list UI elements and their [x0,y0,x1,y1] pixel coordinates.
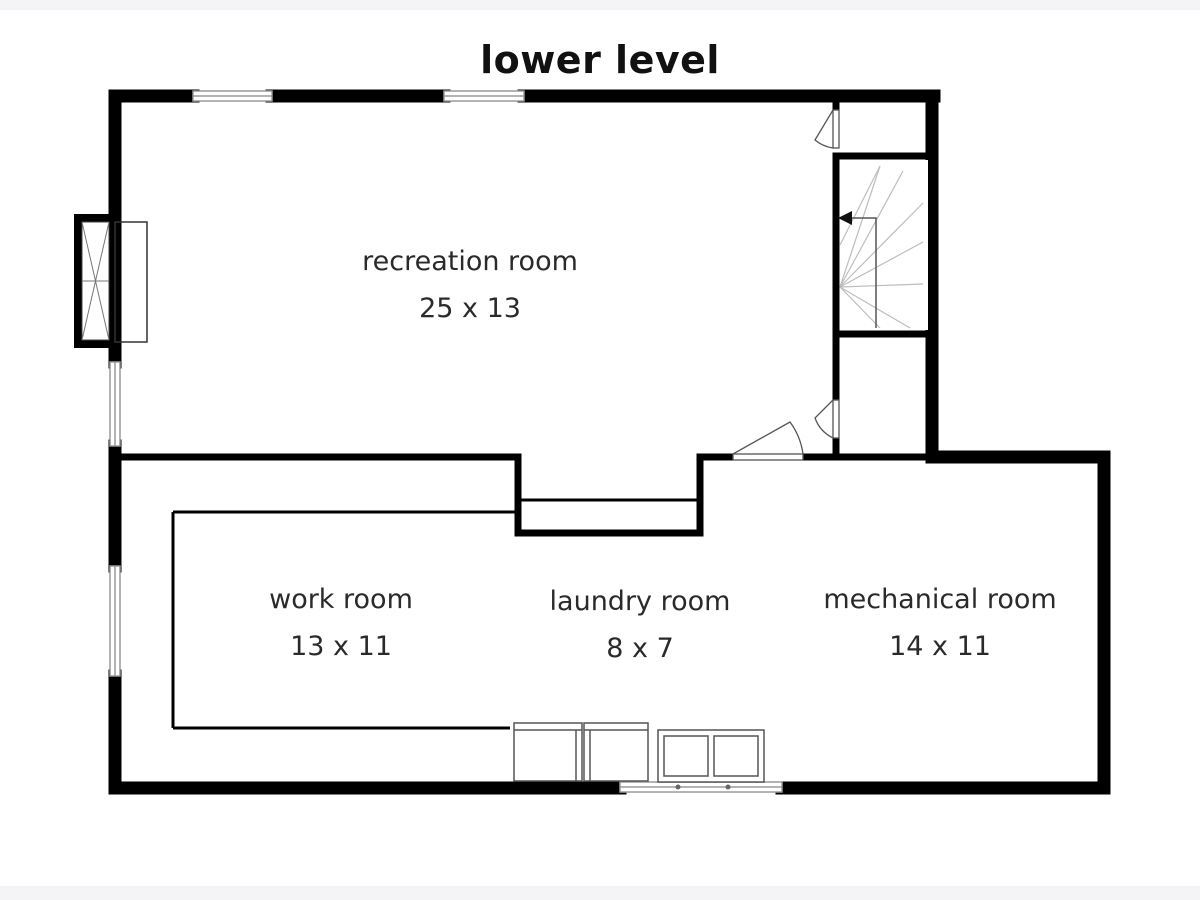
room-name-work: work room [269,584,413,615]
room-name-mechanical: mechanical room [823,584,1056,615]
room-name-laundry: laundry room [550,586,731,617]
windows [109,90,783,793]
room-dims-laundry: 8 x 7 [606,633,674,664]
room-labels: recreation room 25 x 13 work room 13 x 1… [269,246,1057,664]
page-title: lower level [480,38,720,82]
room-dims-recreation: 25 x 13 [419,293,521,324]
exterior-walls [108,89,1111,795]
room-dims-work: 13 x 11 [290,631,392,662]
room-dims-mechanical: 14 x 11 [889,631,991,662]
interior-walls [111,102,936,537]
partition-lines [171,498,700,730]
doors [732,109,840,461]
room-name-recreation: recreation room [362,246,578,277]
staircase [838,160,928,330]
appliances [513,722,765,783]
fireplace [74,214,148,348]
